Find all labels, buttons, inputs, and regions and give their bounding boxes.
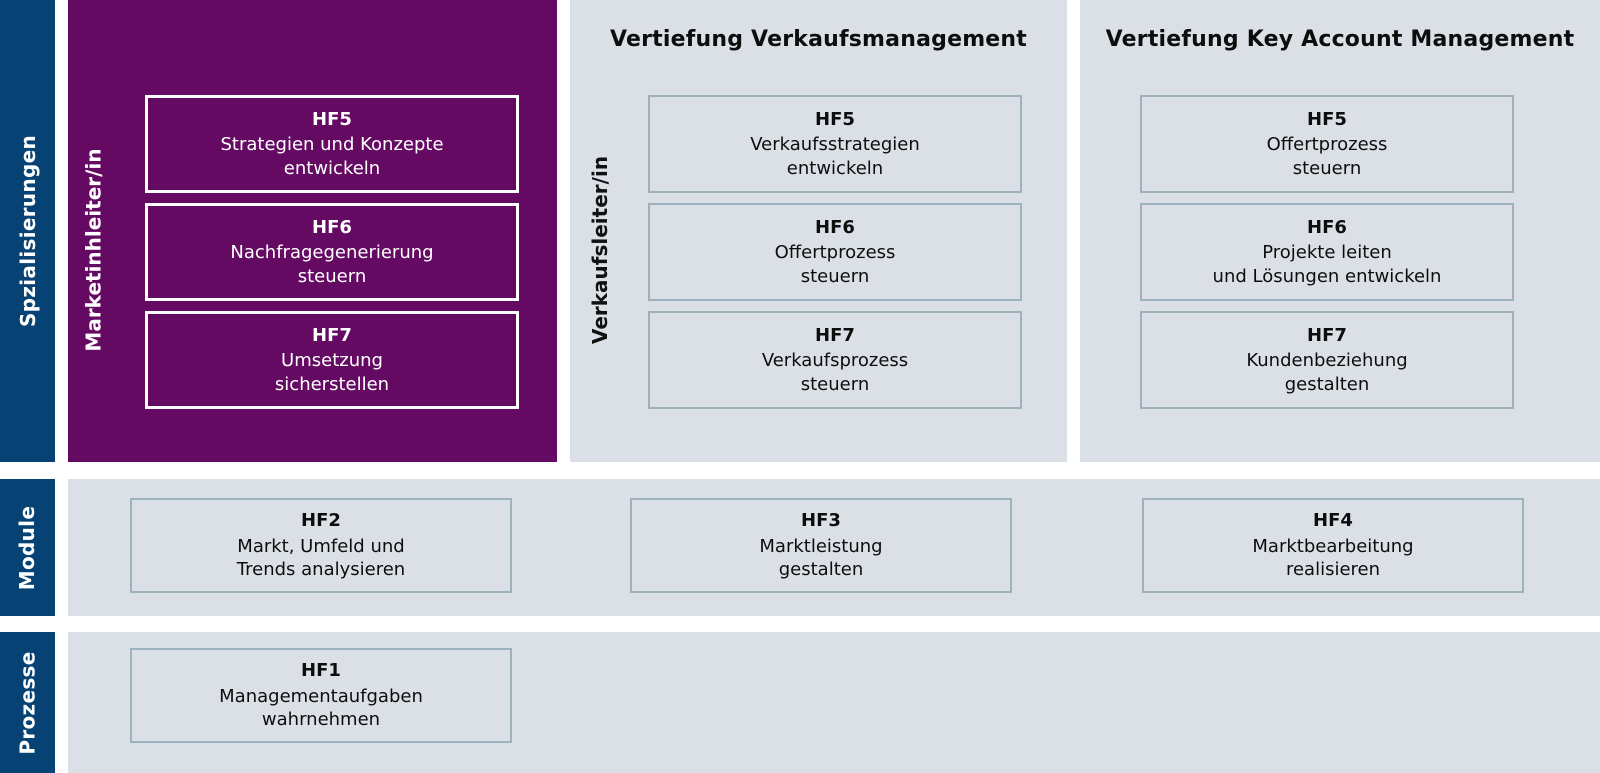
hf-text-line1: Projekte leiten (1262, 242, 1392, 264)
hf-box-hf6-key-account-management[interactable]: HF6 Projekte leiten und Lösungen entwick… (1140, 203, 1514, 301)
hf-text-line2: gestalten (1284, 373, 1370, 395)
hf-code: HF5 (312, 108, 352, 130)
hf-text-line2: steuern (297, 265, 367, 287)
hf-text-line2: entwickeln (283, 157, 381, 179)
hf-text-line1: Marktleistung (759, 535, 883, 557)
hf-code: HF6 (815, 216, 855, 238)
category-rail-label-spezialisierungen: Spzialisierungen (15, 134, 40, 328)
hf-text-line2: und Lösungen entwickeln (1212, 265, 1442, 287)
hf-box-hf1-prozesse[interactable]: HF1 Managementaufgaben wahrnehmen (130, 648, 512, 743)
hf-text-line1: Verkaufsprozess (761, 350, 909, 372)
hf-box-hf5-marketing[interactable]: HF5 Strategien und Konzepte entwickeln (145, 95, 519, 193)
hf-text-line2: steuern (1292, 157, 1362, 179)
hf-text-line2: entwickeln (786, 157, 884, 179)
hf-code: HF4 (1313, 510, 1353, 532)
hf-box-hf2-module[interactable]: HF2 Markt, Umfeld und Trends analysieren (130, 498, 512, 593)
hf-code: HF7 (1307, 324, 1347, 346)
hf-text-line1: Umsetzung (281, 350, 383, 372)
hf-box-hf4-module[interactable]: HF4 Marktbearbeitung realisieren (1142, 498, 1524, 593)
hf-text-line2: Trends analysieren (236, 559, 406, 581)
role-label-marketingleiter: Marketinhleiter/in (74, 95, 114, 405)
hf-code: HF7 (312, 324, 352, 346)
hf-text-line1: Offertprozess (1266, 134, 1388, 156)
hf-text-line1: Strategien und Konzepte (220, 134, 444, 156)
role-label-marketingleiter-text: Marketinhleiter/in (82, 148, 106, 352)
hf-code: HF5 (1307, 108, 1347, 130)
hf-box-hf6-verkaufsmanagement[interactable]: HF6 Offertprozess steuern (648, 203, 1022, 301)
hf-text-line1: Managementaufgaben (219, 685, 423, 707)
hf-text-line2: wahrnehmen (261, 709, 381, 731)
hf-code: HF5 (815, 108, 855, 130)
hf-text-line1: Kundenbeziehung (1246, 350, 1408, 372)
category-rail-prozesse: Prozesse (0, 632, 55, 773)
hf-text-line1: Offertprozess (774, 242, 896, 264)
hf-code: HF2 (301, 510, 341, 532)
hf-text-line1: Verkaufsstrategien (750, 134, 920, 156)
hf-box-hf7-marketing[interactable]: HF7 Umsetzung sicherstellen (145, 311, 519, 409)
hf-box-hf7-key-account-management[interactable]: HF7 Kundenbeziehung gestalten (1140, 311, 1514, 409)
hf-text-line1: Marktbearbeitung (1252, 535, 1414, 557)
category-rail-label-prozesse: Prozesse (15, 650, 40, 755)
panel-heading-key-account-management: Vertiefung Key Account Management (1105, 27, 1575, 52)
role-label-verkaufsleiter: Verkaufsleiter/in (580, 95, 620, 405)
role-label-verkaufsleiter-text: Verkaufsleiter/in (588, 155, 612, 345)
hf-box-hf5-key-account-management[interactable]: HF5 Offertprozess steuern (1140, 95, 1514, 193)
hf-text-line2: realisieren (1285, 559, 1381, 581)
hf-code: HF7 (815, 324, 855, 346)
hf-code: HF3 (801, 510, 841, 532)
hf-text-line2: steuern (800, 265, 870, 287)
category-rail-label-module: Module (15, 505, 40, 590)
hf-code: HF6 (312, 216, 352, 238)
category-rail-module: Module (0, 479, 55, 616)
hf-code: HF1 (301, 660, 341, 682)
hf-code: HF6 (1307, 216, 1347, 238)
hf-box-hf6-marketing[interactable]: HF6 Nachfragegenerierung steuern (145, 203, 519, 301)
hf-box-hf5-verkaufsmanagement[interactable]: HF5 Verkaufsstrategien entwickeln (648, 95, 1022, 193)
hf-text-line1: Markt, Umfeld und (237, 535, 405, 557)
panel-marketing (68, 0, 557, 462)
panel-heading-verkaufsmanagement: Vertiefung Verkaufsmanagement (609, 27, 1028, 52)
hf-box-hf7-verkaufsmanagement[interactable]: HF7 Verkaufsprozess steuern (648, 311, 1022, 409)
hf-text-line1: Nachfragegenerierung (230, 242, 434, 264)
hf-box-hf3-module[interactable]: HF3 Marktleistung gestalten (630, 498, 1012, 593)
hf-text-line2: sicherstellen (274, 373, 390, 395)
hf-text-line2: gestalten (778, 559, 864, 581)
hf-text-line2: steuern (800, 373, 870, 395)
category-rail-spezialisierungen: Spzialisierungen (0, 0, 55, 462)
